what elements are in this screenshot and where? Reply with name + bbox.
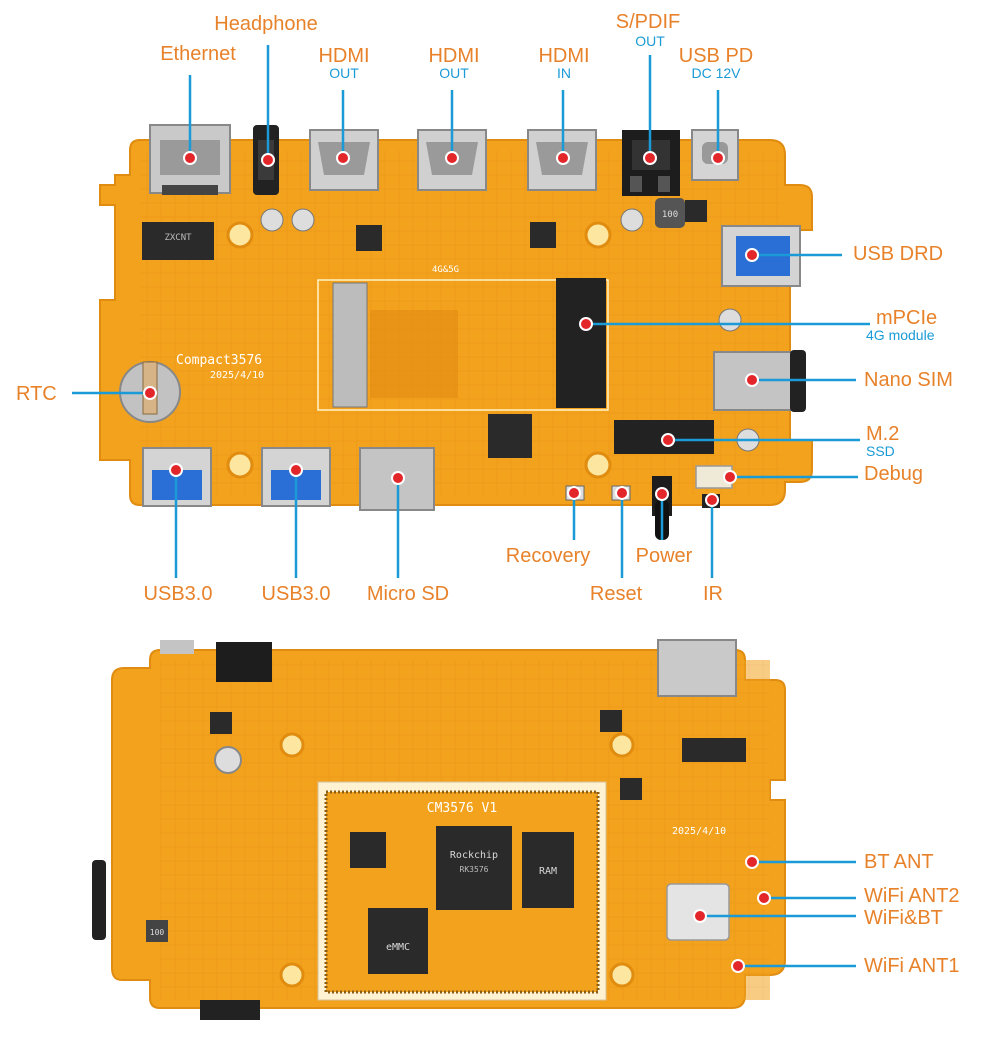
label-usb-pd: USB PD (678, 45, 754, 67)
top-leader-lines (72, 45, 870, 578)
mounting-holes (226, 221, 612, 479)
label-wifi-ant2: WiFi ANT2 (864, 885, 960, 907)
soc-chip (436, 826, 512, 910)
svg-text:ZXCNT: ZXCNT (164, 233, 192, 243)
label-usb30-2: USB3.0 (261, 583, 331, 605)
label-hdmi-in: HDMI (538, 45, 590, 67)
label-usb-drd: USB DRD (853, 243, 944, 265)
soc-brand: Rockchip (450, 850, 498, 861)
label-mpcie: mPCIe (876, 307, 938, 329)
mpcie-slot (556, 278, 606, 408)
inductor: 100 (655, 198, 685, 228)
ram-marking: RAM (539, 866, 557, 877)
som-module: CM3576 V1 Rockchip RK3576 RAM eMMC (317, 781, 607, 1001)
top-silkscreen-model: Compact3576 (176, 353, 262, 368)
ram-chip (522, 832, 574, 908)
label-usb-pd-sub: DC 12V (691, 65, 741, 81)
som-connector-area (317, 279, 609, 411)
bottom-leader-lines (700, 860, 856, 968)
label-ethernet: Ethernet (160, 43, 236, 65)
top-markers (143, 151, 759, 507)
label-hdmi-out-1: HDMI (318, 45, 370, 67)
emmc-marking: eMMC (386, 942, 410, 953)
label-spdif: S/PDIF (615, 11, 681, 33)
label-wifi-bt: WiFi&BT (864, 907, 943, 929)
main-ic (488, 414, 532, 458)
label-reset: Reset (589, 583, 643, 605)
bottom-markers (693, 855, 771, 973)
small-ics (356, 200, 707, 251)
bottom-connectors: 100 (92, 639, 746, 1020)
label-hdmi-in-sub: IN (557, 65, 571, 81)
inductor-marking: 100 (662, 210, 678, 220)
top-silkscreen-date: 2025/4/10 (210, 370, 264, 381)
label-hdmi-out-1-sub: OUT (329, 65, 359, 81)
label-m2: M.2 (866, 423, 900, 445)
bottom-silkscreen-date: 2025/4/10 (672, 826, 726, 837)
label-rtc: RTC (16, 383, 57, 405)
label-micro-sd: Micro SD (366, 583, 450, 605)
ethernet-transformer: ZXCNT (142, 222, 214, 260)
label-hdmi-out-2: HDMI (428, 45, 480, 67)
top-silkscreen-band: 4G&5G (432, 265, 459, 275)
label-recovery: Recovery (505, 545, 591, 567)
label-mpcie-sub: 4G module (866, 327, 935, 343)
label-bt-ant: BT ANT (864, 851, 934, 873)
label-wifi-ant1: WiFi ANT1 (864, 955, 960, 977)
soc-model: RK3576 (460, 865, 489, 874)
label-usb30-1: USB3.0 (143, 583, 213, 605)
label-hdmi-out-2-sub: OUT (439, 65, 469, 81)
emmc-chip (368, 908, 428, 974)
label-power: Power (635, 545, 693, 567)
label-debug: Debug (864, 463, 923, 485)
bottom-inductor-marking: 100 (150, 928, 165, 937)
label-nano-sim: Nano SIM (864, 369, 953, 391)
som-silkscreen: CM3576 V1 (427, 801, 497, 816)
label-ir: IR (703, 583, 723, 605)
label-headphone: Headphone (214, 13, 318, 35)
label-m2-sub: SSD (866, 443, 895, 459)
label-spdif-sub: OUT (635, 33, 665, 49)
